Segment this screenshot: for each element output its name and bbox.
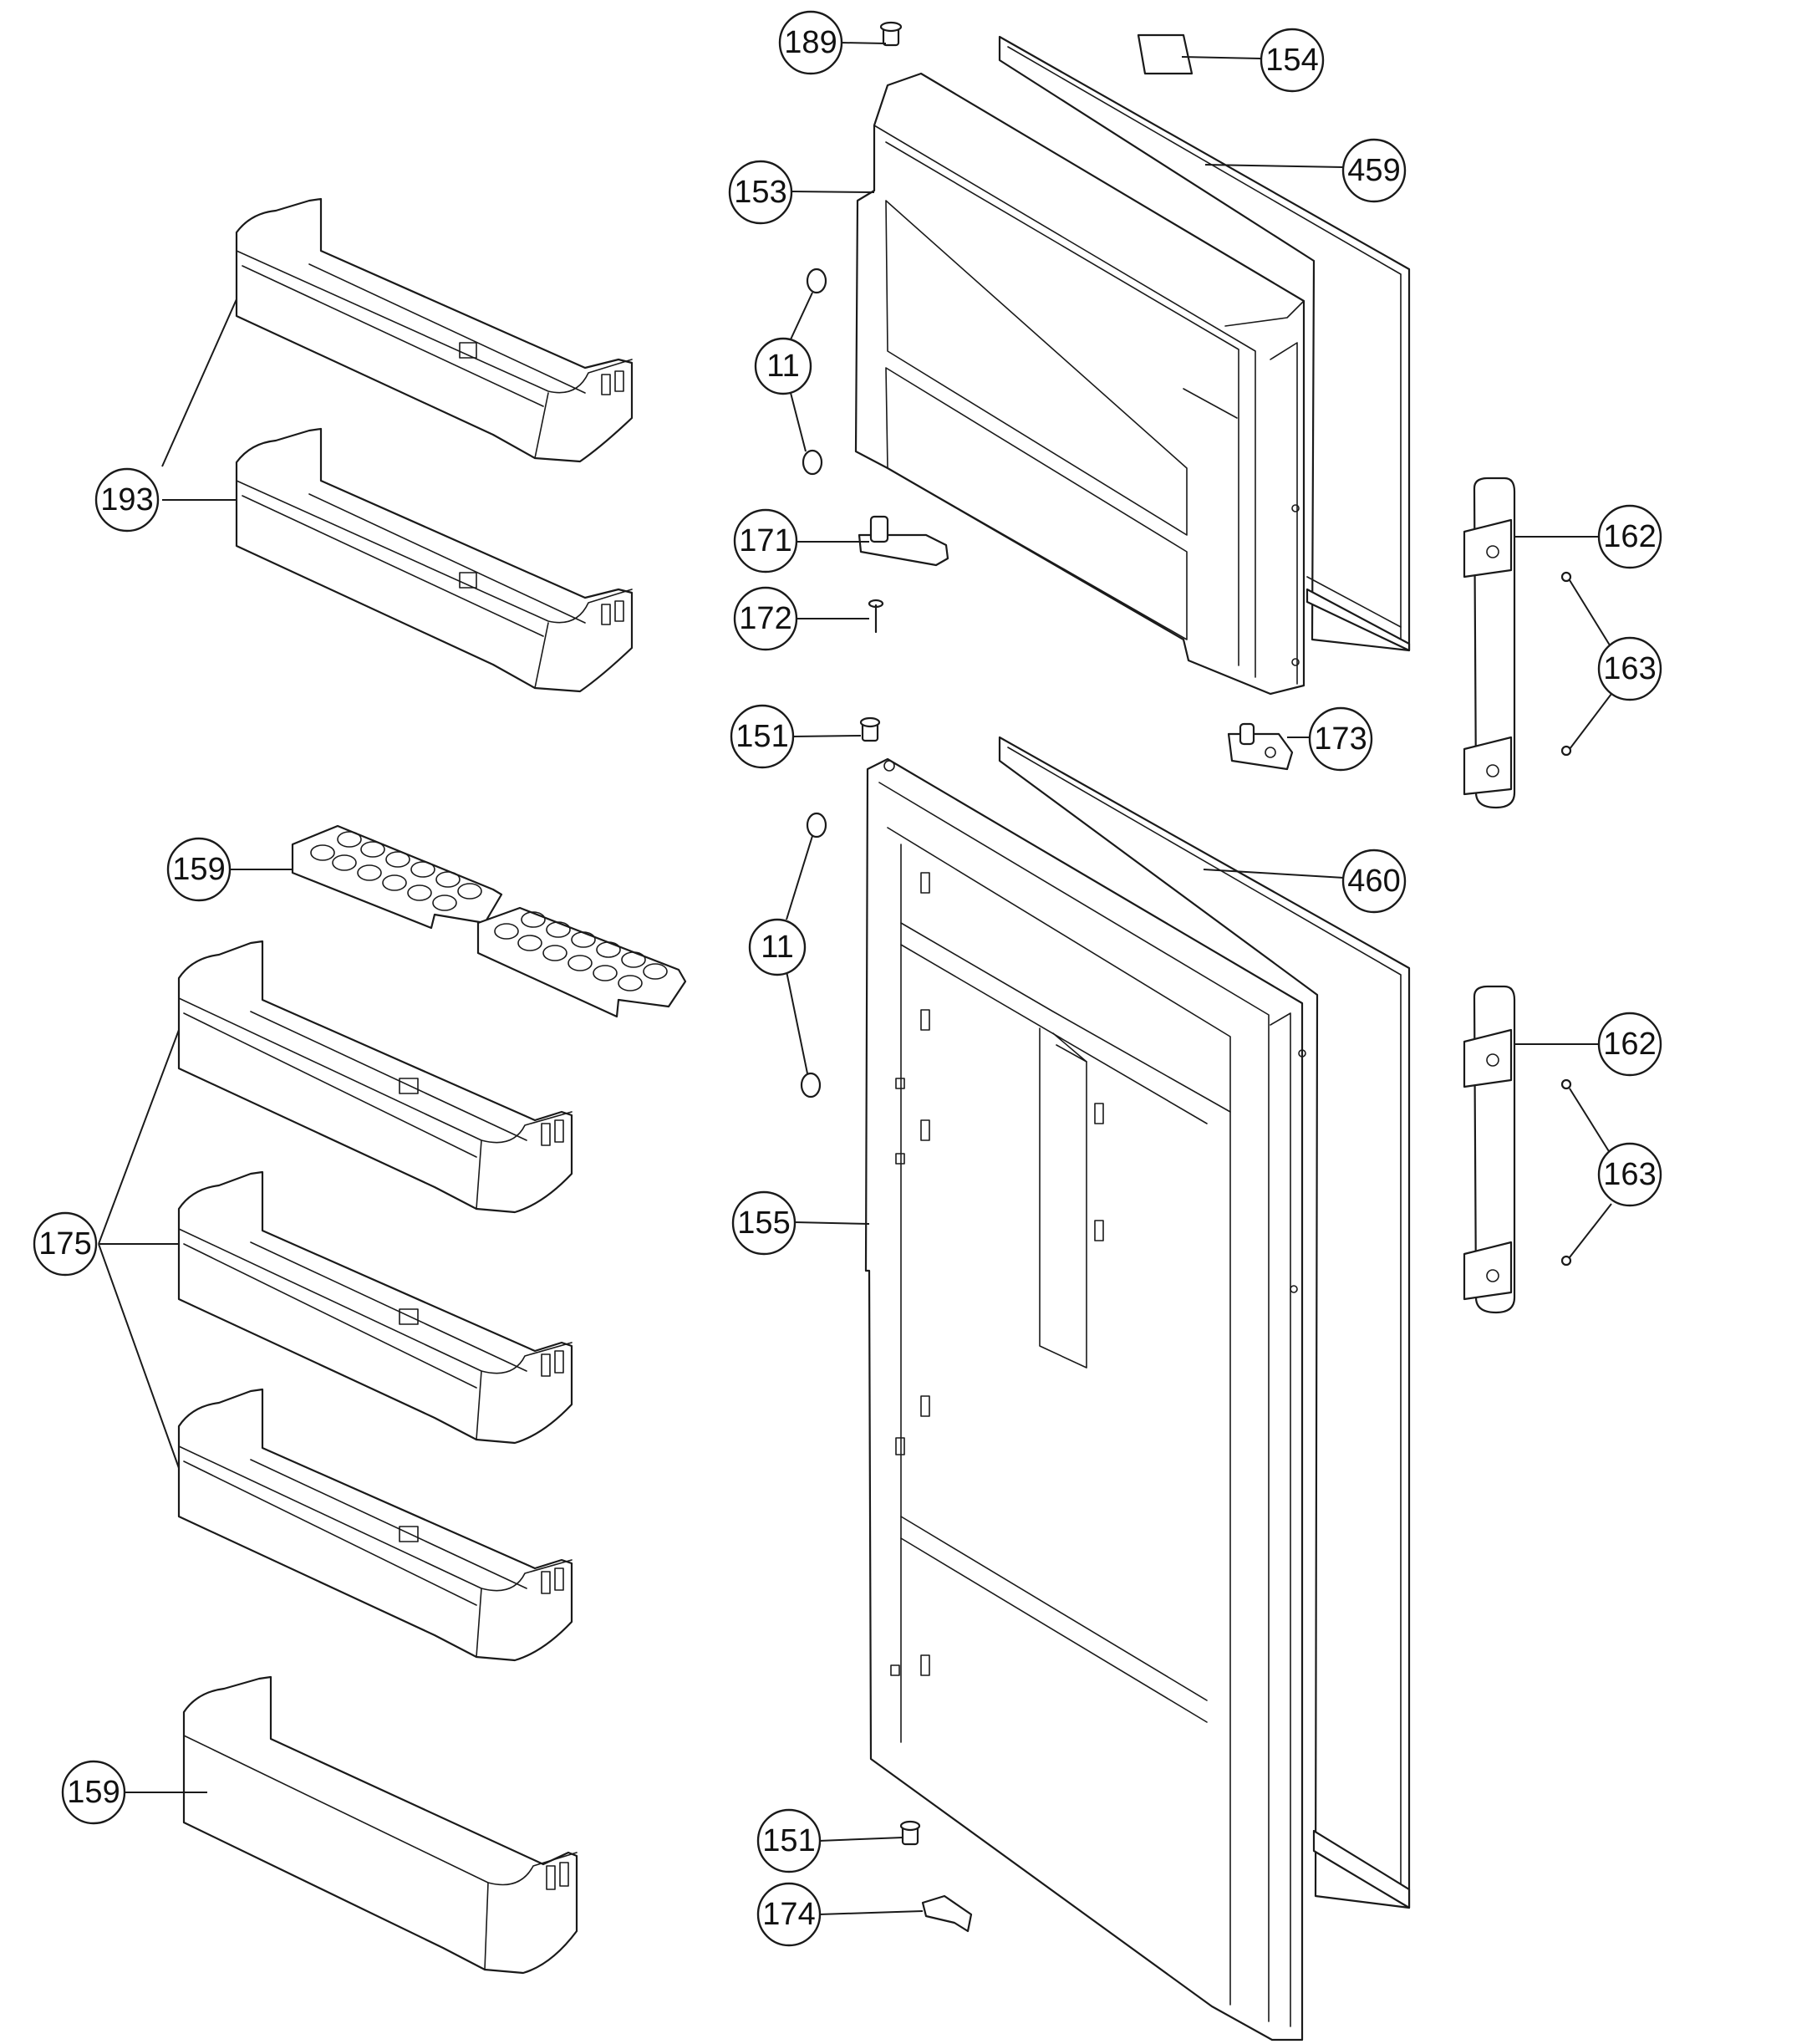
callout-162-lower: 162 xyxy=(1597,1012,1662,1077)
callout-label: 11 xyxy=(766,349,799,384)
callout-154: 154 xyxy=(1260,28,1325,93)
callout-11-upper: 11 xyxy=(754,337,812,395)
freezer-door-inner-liner xyxy=(854,72,1305,696)
handle-screw xyxy=(1560,1078,1572,1090)
callout-459: 459 xyxy=(1341,138,1407,203)
freezer-door-handle xyxy=(1463,477,1516,809)
callout-173: 173 xyxy=(1308,706,1373,772)
handle-screw xyxy=(1560,1255,1572,1267)
callout-label: 162 xyxy=(1603,519,1656,554)
callout-label: 163 xyxy=(1603,1157,1656,1192)
callout-189: 189 xyxy=(778,10,843,75)
callout-label: 175 xyxy=(38,1226,91,1262)
freezer-door-bin xyxy=(235,427,634,693)
callout-label: 162 xyxy=(1603,1027,1656,1062)
callout-label: 151 xyxy=(735,719,788,754)
callout-label: 163 xyxy=(1603,651,1656,686)
callout-label: 159 xyxy=(172,852,225,887)
freezer-door-bin xyxy=(235,197,634,463)
hole-plug xyxy=(806,268,827,294)
label-plate xyxy=(1137,33,1194,75)
callout-label: 171 xyxy=(739,523,791,558)
callout-460: 460 xyxy=(1341,849,1407,914)
callout-label: 153 xyxy=(734,175,786,210)
callout-159-lower: 159 xyxy=(61,1760,126,1825)
callout-174: 174 xyxy=(756,1882,822,1947)
callout-label: 172 xyxy=(739,601,791,636)
callout-label: 151 xyxy=(762,1823,815,1858)
callout-11-lower: 11 xyxy=(748,918,807,976)
hole-plug xyxy=(800,1072,822,1098)
callout-label: 193 xyxy=(100,482,153,517)
callout-151-lower: 151 xyxy=(756,1808,822,1873)
callout-155: 155 xyxy=(731,1190,797,1256)
callout-label: 174 xyxy=(762,1897,815,1932)
fridge-door-bin xyxy=(177,1388,573,1662)
callout-label: 173 xyxy=(1314,721,1367,757)
callout-193: 193 xyxy=(94,467,160,533)
bottom-door-bin xyxy=(182,1675,578,1975)
callout-159-upper: 159 xyxy=(166,837,232,902)
egg-tray xyxy=(476,906,687,1018)
leader-lines xyxy=(98,42,1612,1915)
callout-153: 153 xyxy=(728,160,793,225)
callout-163-upper: 163 xyxy=(1597,636,1662,701)
lower-hinge xyxy=(921,1894,973,1933)
callout-label: 159 xyxy=(67,1775,120,1810)
egg-tray xyxy=(291,824,503,930)
screw xyxy=(868,599,884,634)
hinge-bushing-top xyxy=(879,21,903,47)
callout-163-lower: 163 xyxy=(1597,1142,1662,1207)
callout-label: 460 xyxy=(1347,864,1400,899)
callout-label: 155 xyxy=(737,1206,790,1241)
handle-screw xyxy=(1560,571,1572,583)
hole-plug xyxy=(802,449,823,476)
fridge-door-inner-liner xyxy=(864,757,1306,2041)
fridge-door-handle xyxy=(1463,985,1516,1314)
callout-label: 189 xyxy=(784,25,837,60)
callout-151-middle: 151 xyxy=(730,704,795,769)
callout-175: 175 xyxy=(33,1211,98,1277)
fridge-door-bin xyxy=(177,1170,573,1445)
middle-hinge-upper xyxy=(858,515,949,567)
middle-hinge-lower xyxy=(1227,722,1294,771)
callout-162-upper: 162 xyxy=(1597,504,1662,569)
freezer-door-gasket xyxy=(998,35,1411,652)
handle-screw xyxy=(1560,745,1572,757)
hole-plug xyxy=(806,812,827,838)
callout-label: 11 xyxy=(761,930,793,965)
hinge-bushing-lower xyxy=(899,1820,921,1846)
fridge-door-bin xyxy=(177,940,573,1214)
callout-172: 172 xyxy=(733,586,798,651)
hinge-bushing-middle xyxy=(859,716,881,742)
fridge-door-gasket xyxy=(998,736,1411,1909)
callout-label: 459 xyxy=(1347,153,1400,188)
callout-label: 154 xyxy=(1265,43,1318,78)
callout-171: 171 xyxy=(733,508,798,573)
